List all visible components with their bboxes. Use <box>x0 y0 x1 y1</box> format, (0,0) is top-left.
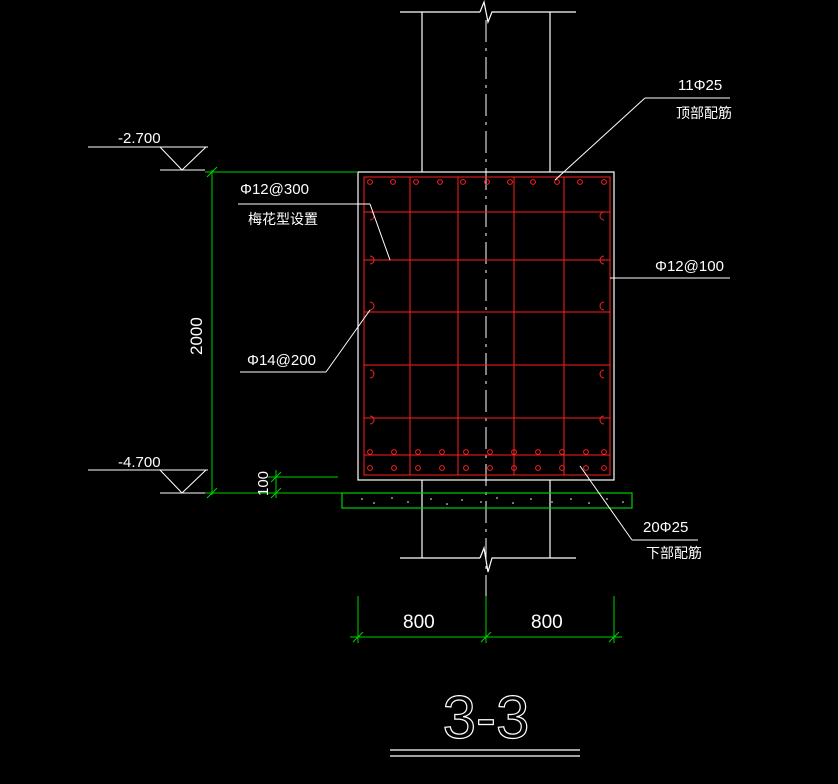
footing-outline <box>357 171 615 481</box>
dimension-cushion-label: 100 <box>255 471 272 496</box>
dimension-width-left-label: 800 <box>403 612 435 633</box>
label-bottom-rebar-count: 20Φ25 <box>643 519 688 536</box>
rebar-cage <box>363 176 611 476</box>
section-title-underline <box>390 749 580 757</box>
level-top-label: -2.700 <box>118 130 161 147</box>
top-bars <box>367 179 607 185</box>
label-top-rebar-desc: 顶部配筋 <box>676 105 732 121</box>
level-marker-top <box>88 146 208 171</box>
label-top-rebar-count: 11Φ25 <box>678 77 722 94</box>
cushion-layer <box>341 492 633 509</box>
leader-tie-rebar <box>238 203 391 261</box>
label-bottom-rebar-desc: 下部配筋 <box>646 545 702 561</box>
label-stirrup-rebar: Φ14@200 <box>247 352 316 369</box>
dimension-width <box>350 596 622 643</box>
column-outline <box>400 0 576 573</box>
label-tie-rebar: Φ12@300 <box>240 181 309 198</box>
leader-bottom-rebar <box>579 465 698 541</box>
dimension-height <box>205 166 358 499</box>
section-title: 3-3 <box>443 684 530 751</box>
leader-top-rebar <box>554 97 730 181</box>
leader-stirrup-rebar <box>240 309 371 373</box>
bottom-bars <box>367 449 607 471</box>
label-tie-rebar-desc: 梅花型设置 <box>248 211 318 227</box>
dimension-cushion <box>268 470 338 499</box>
dimension-height-label: 2000 <box>187 317 206 355</box>
level-marker-bottom <box>88 469 208 494</box>
label-side-rebar: Φ12@100 <box>655 258 724 275</box>
level-bottom-label: -4.700 <box>118 454 161 471</box>
dimension-width-right-label: 800 <box>531 612 563 633</box>
